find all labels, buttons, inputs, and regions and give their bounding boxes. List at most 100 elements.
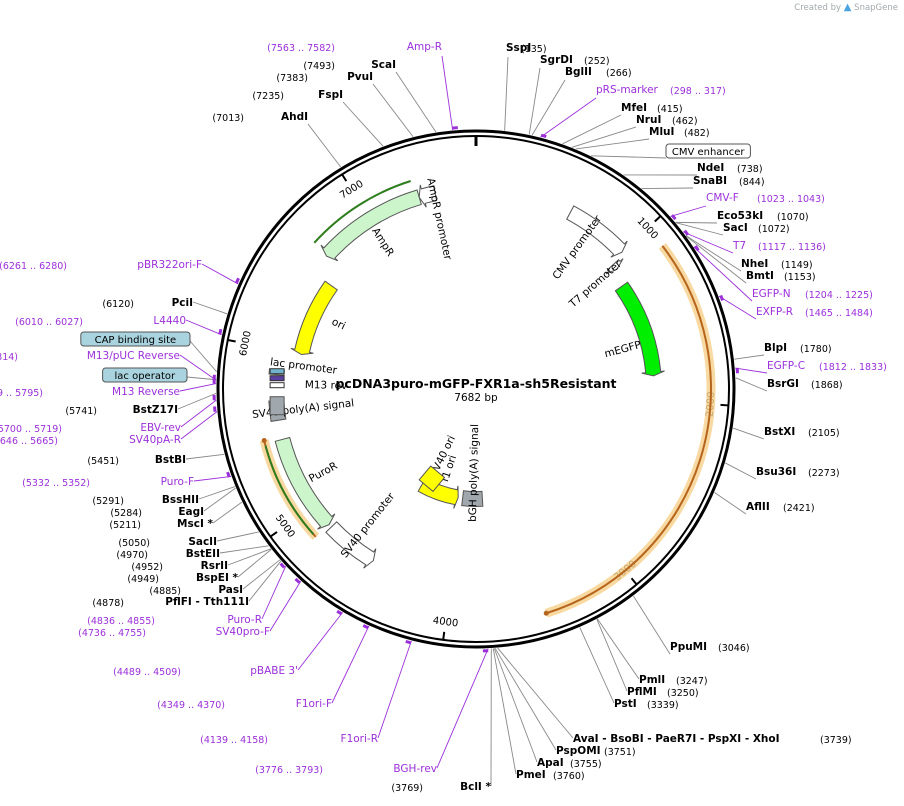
box-cmv-enhancer xyxy=(665,143,751,159)
label-ebv-rev: EBV-rev xyxy=(140,422,181,434)
label-cap-binding-site: CAP binding site xyxy=(95,335,177,346)
label-l4440: L4440 xyxy=(153,315,186,327)
label-scai: ScaI xyxy=(371,59,396,71)
label-bcli: BclI * xyxy=(460,781,491,793)
position-l4440: (6010 .. 6027) xyxy=(15,317,83,328)
feature-label-ampr-promoter: AmpR promoter xyxy=(424,177,454,262)
plasmid-name: pcDNA3puro-mGFP-FXR1a-sh5Resistant xyxy=(335,376,616,391)
connector-fspi xyxy=(342,101,384,147)
position-nhei: (1149) xyxy=(781,260,813,271)
label-bsu36i: Bsu36I xyxy=(756,466,796,478)
connector-bgh-rev xyxy=(436,648,489,769)
primer-mark-l4440 xyxy=(218,328,223,335)
connector-puro-r xyxy=(261,565,287,620)
primer-mark-puro-f xyxy=(226,471,231,478)
label-apai: ApaI xyxy=(537,757,564,769)
connector-eagi xyxy=(203,487,236,512)
position-bsteii: (4970) xyxy=(116,550,148,561)
connector-avai-bsobi-paer7i-pspxi-xhoi xyxy=(497,647,574,739)
label-bstz17i: BstZ17I xyxy=(133,404,178,416)
label-bsteii: BstEII xyxy=(186,548,220,560)
label-lac-operator: lac operator xyxy=(115,371,176,382)
connector-bstxi xyxy=(732,427,765,440)
position-pflfi-tth111i: (4878) xyxy=(92,598,124,609)
connector-scai xyxy=(395,71,437,133)
label-sspi: SspI xyxy=(506,42,531,54)
connector-t7 xyxy=(682,231,734,254)
label-bstxi: BstXI xyxy=(764,426,795,438)
label-pflmi: PflMI xyxy=(627,686,657,698)
primer-mark-pbr322ori-f xyxy=(234,277,240,284)
connector-bsrgi xyxy=(735,377,768,392)
primer-mark-egfp-n xyxy=(694,245,700,252)
label-rsrii: RsrII xyxy=(201,560,228,572)
position-pcii: (6120) xyxy=(102,299,134,310)
connector-pmei xyxy=(492,648,517,775)
label-mlui: MluI xyxy=(649,126,674,138)
label-pmei: PmeI xyxy=(516,769,546,781)
ruler-tick-label: 5000 xyxy=(273,513,297,540)
connector-egfp-n xyxy=(693,246,753,302)
connector-sgrdi xyxy=(528,67,541,135)
lac-operator-glyph xyxy=(269,368,285,375)
position-ebv-rev: (5700 .. 5719) xyxy=(0,424,62,435)
position-msci: (5211) xyxy=(109,520,141,531)
connector-bspei xyxy=(237,548,272,578)
label-eagi: EagI xyxy=(178,506,204,518)
position-ahdi: (7013) xyxy=(212,113,244,124)
position-egfp-n: (1204 .. 1225) xyxy=(805,290,873,301)
connector-bmti xyxy=(686,235,747,284)
feature-cmv-promoter xyxy=(566,205,628,258)
ruler-tick-label: 7000 xyxy=(338,179,365,202)
connector-exfp-r xyxy=(718,295,757,320)
position-aflii: (2421) xyxy=(783,503,815,514)
feature-label-puror: PuroR xyxy=(307,460,340,485)
label-ahdi: AhdI xyxy=(281,111,308,123)
feature-label-t7-promoter: T7 promoter xyxy=(566,258,624,311)
connector-bglii xyxy=(531,79,566,136)
position-bspei: (4949) xyxy=(127,574,159,585)
ruler-tick-label: 6000 xyxy=(238,330,254,357)
label-t7: T7 xyxy=(732,240,746,252)
lac-promoter-glyph xyxy=(269,382,285,389)
position-bstbi: (5451) xyxy=(87,456,119,467)
position-eco53ki: (1070) xyxy=(777,212,809,223)
position-pspomi: (3751) xyxy=(604,747,636,758)
position-sgrdi: (252) xyxy=(584,56,610,67)
position-bsrgi: (1868) xyxy=(811,380,843,391)
label-bgh-rev: BGH-rev xyxy=(393,763,437,775)
label-puro-f: Puro-F xyxy=(161,476,194,488)
ruler-tick xyxy=(630,577,638,586)
connector-ppumi xyxy=(633,595,671,655)
position-bstxi: (2105) xyxy=(808,428,840,439)
connector-pcii xyxy=(192,301,228,315)
ruler-tick xyxy=(341,173,348,182)
label-pvui: PvuI xyxy=(347,71,373,83)
connector-pbr322ori-f xyxy=(201,263,239,285)
label-aflii: AflII xyxy=(746,501,770,513)
position-egfp-c: (1812 .. 1833) xyxy=(819,362,887,373)
ruler-tick xyxy=(720,403,729,407)
label-blpi: BlpI xyxy=(764,342,787,354)
connector-nhei xyxy=(685,235,742,272)
feature-bgh-poly-a-signal xyxy=(461,490,484,507)
position-sacii: (5050) xyxy=(118,538,150,549)
plasmid-length: 7682 bp xyxy=(454,392,498,404)
credit-brand: SnapGene xyxy=(854,3,898,13)
connector-egfp-c xyxy=(735,367,768,374)
feature-megfp xyxy=(614,281,665,377)
connector-mlui xyxy=(575,138,650,150)
connector-pbabe-3 xyxy=(297,611,344,671)
label-bsrgi: BsrGI xyxy=(767,378,799,390)
sv40-polya-glyph xyxy=(269,396,285,416)
primer-mark-cmv-f xyxy=(670,214,677,221)
feature-label-bgh-poly-a-signal: bGH poly(A) signal xyxy=(467,424,481,522)
connector-bsu36i xyxy=(725,462,757,480)
feature-label-megfp: mEGFP xyxy=(603,339,642,360)
snapgene-credit: Created by ▲ SnapGene xyxy=(794,2,898,13)
primer-mark-pbabe-3 xyxy=(336,609,343,616)
label-cmv-f: CMV-F xyxy=(706,192,739,204)
label-ppumi: PpuMI xyxy=(670,641,707,653)
feature-t7-promoter xyxy=(605,258,624,275)
orange-arc-line xyxy=(545,245,712,615)
